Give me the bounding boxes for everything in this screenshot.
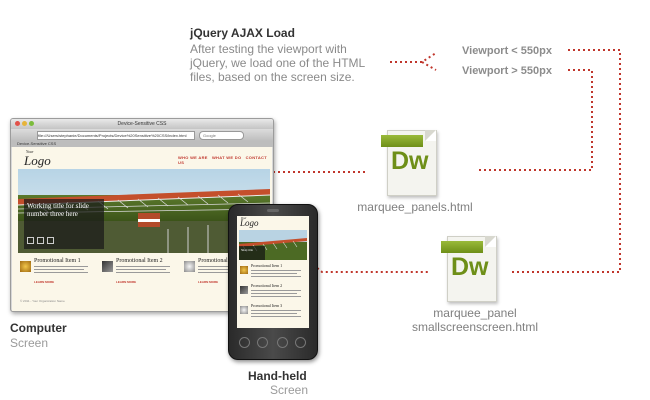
bridge-photo	[239, 230, 307, 260]
promo-link: LEARN MORE	[198, 280, 219, 284]
dreamweaver-file-icon: Dw	[381, 130, 443, 196]
browser-window-title: Device-Sensitive CSS	[117, 121, 167, 127]
phone-search-icon	[295, 337, 306, 348]
slide-dot	[27, 237, 34, 244]
site-footer: © 2011 - Your Organization Name	[20, 299, 65, 303]
slide-pager	[27, 237, 54, 246]
browser-toolbar: file:///Users/stephanie/Documents/Projec…	[11, 129, 273, 141]
promo-link: LEARN MORE	[116, 280, 137, 284]
promo-title: Promotional Item 1	[34, 258, 81, 264]
handheld-label: Hand-held	[248, 369, 307, 383]
viewport-greater-than-label: Viewport > 550px	[462, 65, 552, 77]
computer-browser-window: Device-Sensitive CSS file:///Users/steph…	[10, 118, 274, 312]
site-logo: Logo	[240, 218, 259, 228]
handheld-file-name: marquee_panel smallscreenscreen.html	[400, 306, 550, 334]
nav-item: WHAT WE DO	[211, 155, 242, 160]
computer-label: Computer	[10, 321, 67, 335]
site-nav: WHO WE ARE WHAT WE DO CONTACT US	[178, 155, 272, 165]
slide-title: Working title for slide number three her…	[27, 202, 89, 218]
logo-prefix: Your	[26, 149, 34, 154]
diagram-title: jQuery AJAX Load	[190, 26, 295, 40]
dw-icon-text: Dw	[451, 253, 489, 281]
phone-screen: Your Logo Short title Promotional Item 1…	[237, 216, 309, 328]
nav-item: CONTACT US	[178, 155, 267, 165]
site-logo: Logo	[24, 153, 51, 168]
promo-title: Promotional Item 2	[251, 283, 283, 288]
desktop-file-name: marquee_panels.html	[357, 200, 473, 214]
connector-gt550-to-desktop-file	[478, 69, 593, 171]
promo-link: LEARN MORE	[34, 280, 55, 284]
promo-title: Promotional Item 1	[251, 263, 283, 268]
description-line: jQuery, we load one of the HTML	[190, 56, 366, 70]
phone-home-icon	[239, 337, 250, 348]
slide-dot	[46, 237, 54, 244]
file-name-line: marquee_panel	[433, 306, 517, 320]
promo-thumbnail	[102, 261, 113, 272]
description-line: files, based on the screen size.	[190, 70, 355, 84]
viewport-less-than-label: Viewport < 550px	[462, 45, 552, 57]
connector-lt550-to-handheld-file	[512, 49, 621, 273]
slide-dot	[36, 237, 44, 244]
slide-caption: Working title for slide number three her…	[24, 199, 104, 249]
connector-description-to-conditions	[390, 52, 437, 71]
zoom-icon	[29, 121, 34, 126]
browser-tab: Device-Sensitive CSS	[11, 141, 273, 147]
handheld-sublabel: Screen	[270, 383, 309, 397]
logo-prefix: Your	[241, 216, 247, 220]
nav-item: WHO WE ARE	[178, 155, 208, 160]
dw-icon-text: Dw	[391, 147, 429, 175]
computer-sublabel: Screen	[10, 336, 49, 350]
phone-menu-icon	[257, 337, 268, 348]
address-bar: file:///Users/stephanie/Documents/Projec…	[37, 131, 195, 140]
minimize-icon	[22, 121, 27, 126]
phone-slide-title: Short title	[241, 248, 253, 252]
promo-thumbnail	[20, 261, 31, 272]
dreamweaver-file-icon: Dw	[441, 236, 503, 302]
promo-thumbnail	[240, 306, 248, 314]
promo-title: Promotional Item 3	[198, 258, 245, 264]
description: After testing the viewport with jQuery, …	[190, 42, 370, 84]
browser-title-bar: Device-Sensitive CSS	[11, 119, 273, 129]
phone-hero-image: Short title	[239, 230, 307, 260]
promo-title: Promotional Item 2	[116, 258, 163, 264]
promo-thumbnail	[240, 286, 248, 294]
close-icon	[15, 121, 20, 126]
handheld-phone: Your Logo Short title Promotional Item 1…	[228, 204, 318, 360]
promo-title: Promotional Item 3	[251, 303, 283, 308]
description-line: After testing the viewport with	[190, 42, 347, 56]
promo-thumbnail	[240, 266, 248, 274]
search-field: Google	[199, 131, 244, 140]
file-name-line: smallscreenscreen.html	[411, 320, 539, 334]
speaker-grille	[267, 209, 279, 212]
promo-thumbnail	[184, 261, 195, 272]
phone-back-icon	[277, 337, 288, 348]
